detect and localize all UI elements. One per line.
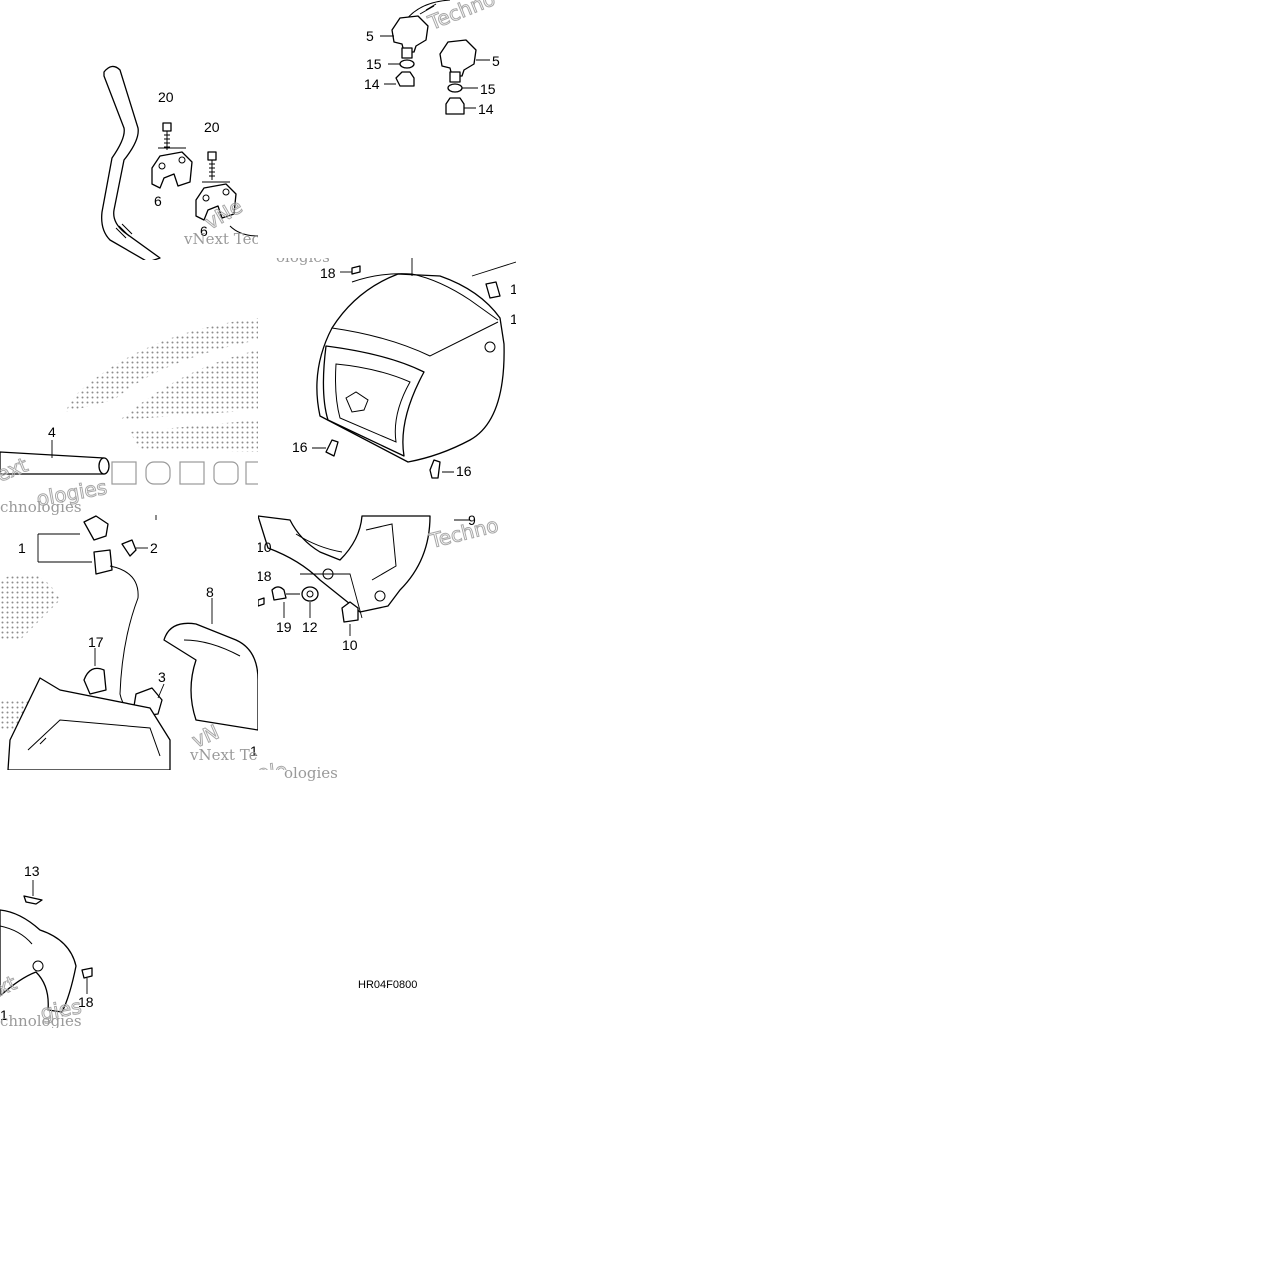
watermark-5: ologies <box>284 764 338 782</box>
bolt-20-left <box>162 122 172 150</box>
watermark-3: ologies <box>276 248 330 266</box>
tile-fairing: 13 18 1 xt gies chnologies <box>0 863 94 1030</box>
callout-8: 8 <box>206 584 214 600</box>
headlight-cover-8 <box>163 622 258 731</box>
tile-logo-grip: 4 ext ologies chnologies <box>0 318 258 516</box>
watermark-4: vNext Tec <box>189 746 266 764</box>
callout-14-right: 14 <box>478 101 494 117</box>
callout-1-cover: 1 <box>250 743 258 759</box>
tile-lower-holders: 5 15 14 5 15 14 Techno <box>364 0 500 117</box>
callout-1-side: 1 <box>510 311 518 327</box>
upper-holder-right <box>195 181 237 221</box>
callout-16-left: 16 <box>292 439 308 455</box>
callout-17: 17 <box>88 634 104 650</box>
callout-13: 13 <box>24 863 40 879</box>
watermark-2: chnologies <box>0 498 82 516</box>
tile-socket-cover: 7 1 2 17 3 8 1 vNext Tec vN <box>0 489 266 770</box>
callout-19: 19 <box>276 619 292 635</box>
callout-5-left: 5 <box>366 28 374 44</box>
handlebar <box>101 65 161 260</box>
callout-10-bottom: 10 <box>342 637 358 653</box>
lower-holder-right <box>439 39 477 115</box>
callout-14-left: 14 <box>364 76 380 92</box>
tile-handlebar: FR. 20 20 6 6 vNext Tec vNe <box>101 65 310 260</box>
tile-headlight-case: 18 1 1 16 16 ologies <box>276 248 518 479</box>
callout-15-left: 15 <box>366 56 382 72</box>
callout-3: 3 <box>158 669 166 685</box>
callout-10-top: 10 <box>256 539 272 555</box>
watermark-1: vNext Tec <box>183 230 260 248</box>
callout-20-left: 20 <box>158 89 174 105</box>
callout-7: 7 <box>150 489 158 505</box>
watermark-6: chnologies <box>0 1012 82 1030</box>
honda-wing-logo <box>66 318 258 452</box>
callout-12: 12 <box>302 619 318 635</box>
callout-1-socket: 1 <box>18 540 26 556</box>
callout-6-right: 6 <box>200 223 208 239</box>
callout-5-right: 5 <box>492 53 500 69</box>
grip-4 <box>0 440 110 475</box>
lower-holder-left <box>391 15 429 87</box>
callout-1-top: 1 <box>510 281 518 297</box>
callout-4: 4 <box>48 424 56 440</box>
front-arrow: FR. <box>262 173 310 216</box>
bolt-20-right <box>207 151 217 180</box>
svg-text:olo: olo <box>256 758 288 785</box>
callout-1-bottom: 1 <box>0 1007 8 1023</box>
callout-9: 9 <box>468 512 476 528</box>
callout-20-right: 20 <box>204 119 220 135</box>
upper-holder-left <box>151 147 193 189</box>
watermark-techno-1: Techno <box>424 0 499 35</box>
svg-text:FR.: FR. <box>283 173 310 197</box>
headlight-stay-9 <box>258 515 431 613</box>
callout-18-stay: 18 <box>256 568 272 584</box>
callout-2: 2 <box>150 540 158 556</box>
diagram-code: HR04F0800 <box>358 979 417 991</box>
callout-16-right: 16 <box>456 463 472 479</box>
callout-15-right: 15 <box>480 81 496 97</box>
tile-headlight-stay: 9 10 18 19 12 10 Techno olo <box>256 512 501 785</box>
callout-18-top: 18 <box>320 265 336 281</box>
callout-18-bottom: 18 <box>78 994 94 1010</box>
honda-wordmark <box>111 461 258 485</box>
callout-6-left: 6 <box>154 193 162 209</box>
watermark-techno-2: Techno <box>426 513 500 553</box>
